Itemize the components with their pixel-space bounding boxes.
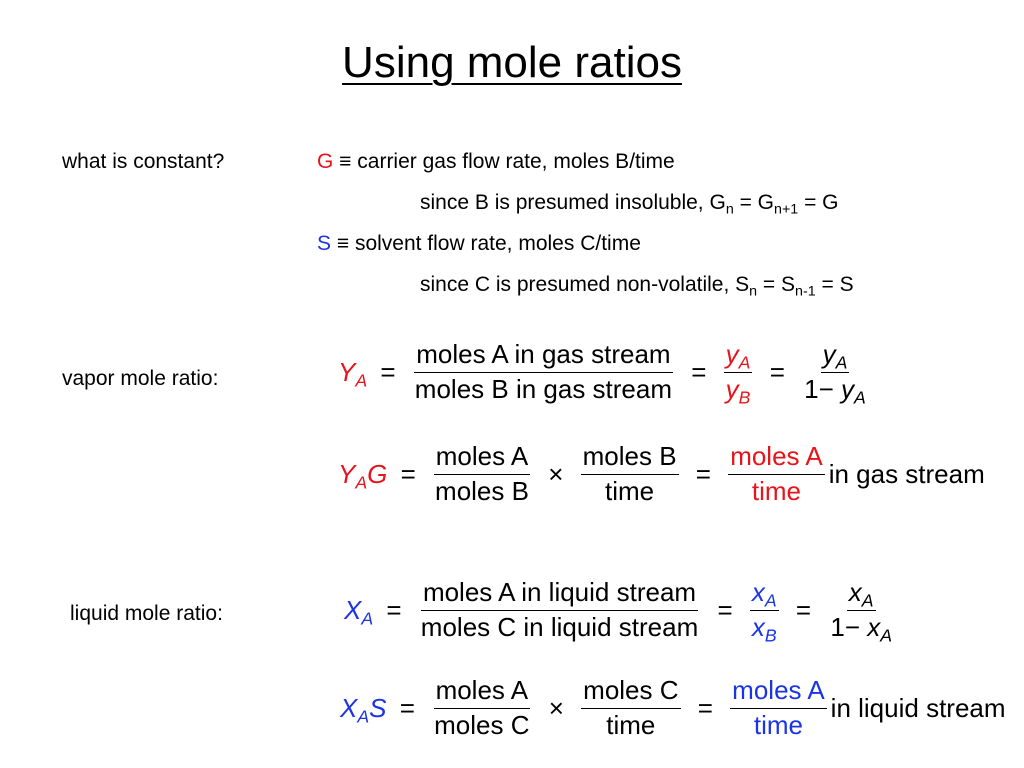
vapor-label: vapor mole ratio: (62, 367, 219, 390)
molesA-over-molesB-fraction: moles A moles B (433, 441, 531, 506)
liquid-XS-symbol: XAS (340, 692, 387, 727)
liquid-ratio-fraction: moles A in liquid stream moles C in liqu… (419, 577, 700, 643)
molesA-over-time-fraction: moles A time (728, 441, 825, 506)
g-note-sub2: n+1 (774, 201, 799, 218)
times-sign: × (548, 692, 564, 723)
g-note-text: since B is presumed insoluble, G (420, 191, 726, 214)
equals-sign: = (400, 458, 416, 489)
constant-label: what is constant? (62, 150, 225, 173)
molesA-over-time-fraction: moles A time (730, 675, 827, 740)
yA-over-1-minus-yA-fraction: yA 1− yA (804, 339, 866, 408)
g-note-end: = G (798, 191, 839, 214)
equals-sign: = (399, 692, 415, 723)
liquid-equation-1: XA = moles A in liquid stream moles C in… (344, 577, 898, 646)
s-definition: S ≡ solvent flow rate, moles C/time (317, 232, 641, 256)
s-def-text: ≡ solvent flow rate, moles C/time (331, 232, 641, 255)
fraction-numerator: moles A in liquid stream (420, 577, 699, 611)
g-definition: G ≡ carrier gas flow rate, moles B/time (317, 150, 675, 174)
s-symbol: S (317, 232, 332, 255)
liquid-label: liquid mole ratio: (70, 602, 223, 625)
page-title: Using mole ratios (342, 38, 682, 87)
equals-sign: = (697, 692, 713, 723)
equals-sign: = (717, 594, 733, 625)
s-note-sub2: n-1 (795, 283, 816, 300)
vapor-ratio-fraction: moles A in gas stream moles B in gas str… (413, 339, 674, 405)
g-symbol: G (317, 150, 334, 173)
equals-sign: = (691, 356, 707, 387)
molesC-over-time-fraction: moles C time (581, 675, 681, 740)
s-note: since C is presumed non-volatile, Sn = S… (420, 273, 854, 300)
molesB-over-time-fraction: moles B time (580, 441, 679, 506)
xA-over-1-minus-xA-fraction: xA 1− xA (830, 577, 893, 646)
vapor-equation-1: YA = moles A in gas stream moles B in ga… (338, 339, 872, 408)
gas-stream-suffix: in gas stream (828, 458, 985, 489)
s-note-end: = S (815, 273, 854, 296)
equals-sign: = (386, 594, 402, 625)
vapor-YG-symbol: YAG (338, 458, 388, 493)
g-note: since B is presumed insoluble, Gn = Gn+1… (420, 191, 839, 218)
g-def-text: ≡ carrier gas flow rate, moles B/time (333, 150, 675, 173)
liquid-equation-2: XAS = moles A moles C × moles C time = m… (340, 675, 1006, 741)
fraction-denominator: moles C in liquid stream (420, 611, 699, 642)
equals-sign: = (380, 356, 396, 387)
liquid-stream-suffix: in liquid stream (830, 692, 1006, 723)
liquid-X-symbol: XA (344, 594, 374, 629)
molesA-over-molesC-fraction: moles A moles C (433, 675, 531, 740)
equals-sign: = (769, 356, 785, 387)
yA-over-yB-fraction: yA yB (723, 339, 753, 408)
g-note-sub1: n (725, 201, 734, 218)
g-note-mid: = G (733, 191, 775, 214)
vapor-Y-symbol: YA (338, 356, 368, 391)
s-note-text: since C is presumed non-volatile, S (420, 273, 750, 296)
s-note-sub1: n (749, 283, 758, 300)
times-sign: × (548, 458, 564, 489)
vapor-equation-2: YAG = moles A moles B × moles B time = m… (338, 441, 985, 507)
equals-sign: = (795, 594, 812, 625)
equals-sign: = (695, 458, 711, 489)
fraction-denominator: moles B in gas stream (414, 373, 673, 404)
fraction-numerator: moles A in gas stream (414, 339, 673, 373)
xA-over-xB-fraction: xA xB (749, 577, 779, 646)
s-note-mid: = S (757, 273, 796, 296)
